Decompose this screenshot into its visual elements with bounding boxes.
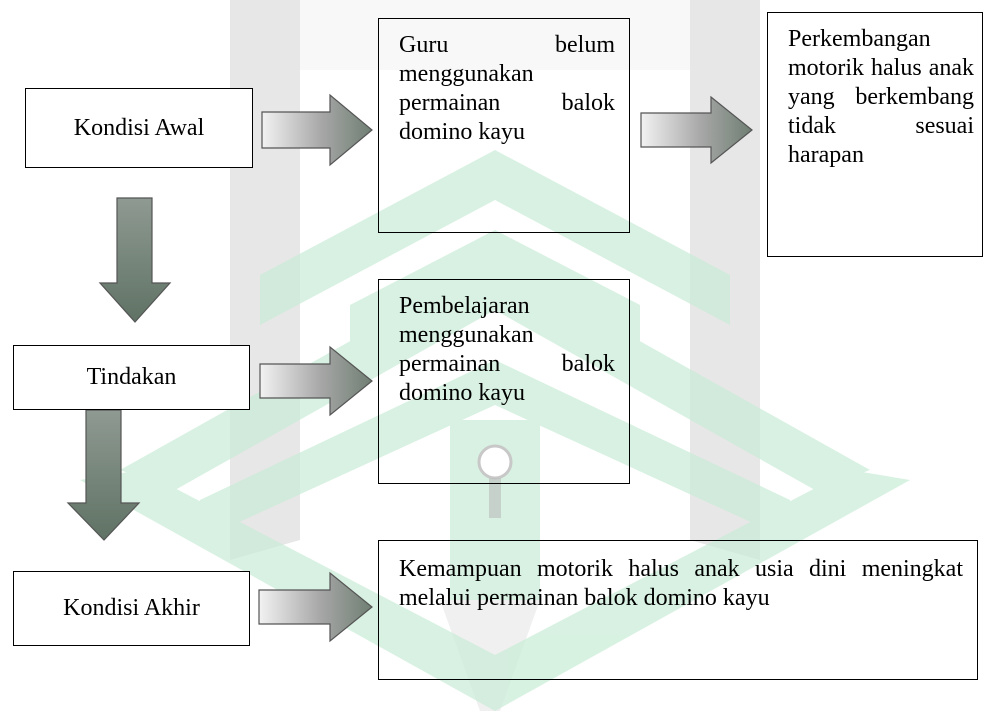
initial-problem-box: Guru belum menggunakan permainan balok d… bbox=[378, 18, 630, 233]
arrow-down-2 bbox=[66, 409, 141, 541]
action-box: Tindakan bbox=[13, 345, 250, 410]
end-condition-label: Kondisi Akhir bbox=[63, 595, 200, 621]
action-label: Tindakan bbox=[86, 364, 177, 390]
end-condition-box: Kondisi Akhir bbox=[13, 571, 250, 646]
action-description-box: Pembelajaran menggunakan permainan balok… bbox=[378, 279, 630, 484]
arrow-right-1 bbox=[261, 93, 373, 167]
final-result-text: Kemampuan motorik halus anak usia dini m… bbox=[399, 556, 963, 611]
final-result-box: Kemampuan motorik halus anak usia dini m… bbox=[378, 540, 978, 680]
action-description-text: Pembelajaran menggunakan permainan balok… bbox=[399, 293, 615, 406]
start-condition-box: Kondisi Awal bbox=[25, 88, 253, 168]
arrow-right-3 bbox=[259, 345, 373, 417]
initial-result-text: Perkembangan motorik halus anak yang ber… bbox=[788, 26, 974, 168]
arrow-right-2 bbox=[640, 95, 753, 165]
initial-problem-text: Guru belum menggunakan permainan balok d… bbox=[399, 32, 615, 145]
initial-result-box: Perkembangan motorik halus anak yang ber… bbox=[767, 12, 983, 257]
start-condition-label: Kondisi Awal bbox=[73, 114, 205, 141]
arrow-right-4 bbox=[258, 571, 373, 643]
arrow-down-1 bbox=[98, 197, 172, 323]
